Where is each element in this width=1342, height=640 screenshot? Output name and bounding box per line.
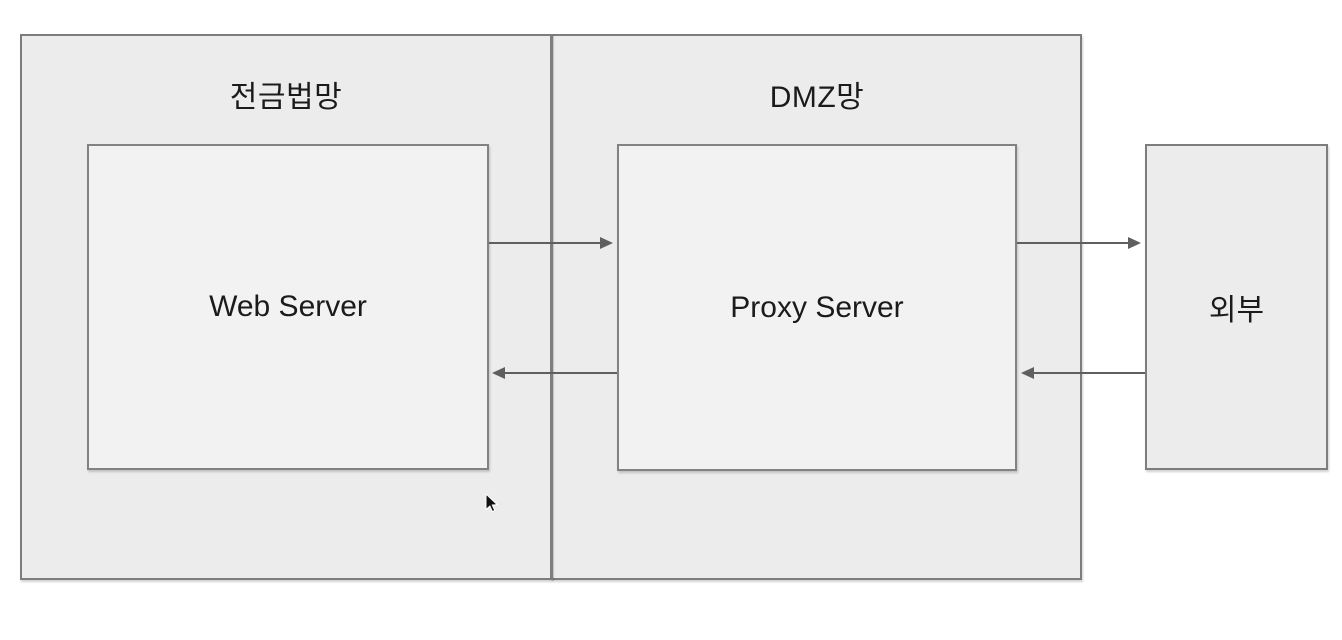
node-proxy-server[interactable]: Proxy Server <box>617 144 1017 471</box>
arrow-external-to-proxy <box>1021 367 1145 379</box>
zone-divider-line <box>550 34 553 580</box>
node-external[interactable]: 외부 <box>1145 144 1328 470</box>
zone-label-jeongeumbeop-mang: 전금법망 <box>229 81 343 114</box>
node-proxy-server-label: Proxy Server <box>730 290 904 324</box>
node-web-server-label: Web Server <box>209 290 367 323</box>
node-external-label: 외부 <box>1208 294 1265 327</box>
node-web-server[interactable]: Web Server <box>87 144 489 470</box>
arrow-proxy-to-external <box>1017 237 1141 249</box>
arrow-proxy-to-web <box>492 367 617 379</box>
zone-label-dmz-mang: DMZ망 <box>769 81 865 114</box>
arrow-web-to-proxy <box>489 237 613 249</box>
